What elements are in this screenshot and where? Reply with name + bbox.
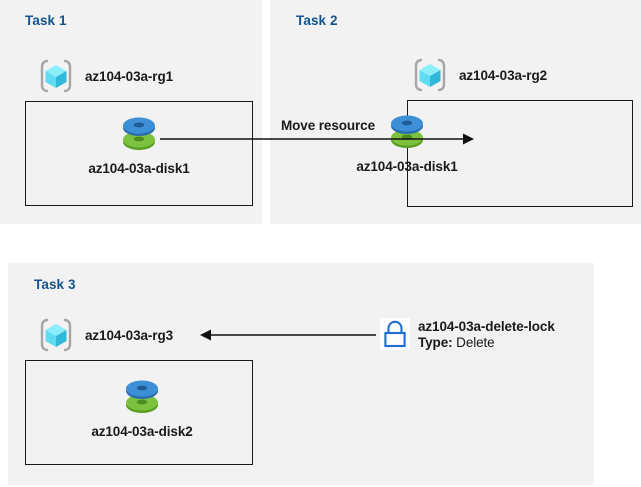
resource-group-cube-icon [40, 318, 72, 352]
panel-title-task-1: Task 1 [25, 13, 67, 28]
managed-disk-icon [123, 117, 155, 150]
managed-disk-icon [126, 380, 158, 413]
resource-task-2: az104-03a-disk1 [327, 110, 487, 174]
delete-lock-block: az104-03a-delete-lock Type: Delete [380, 318, 555, 351]
padlock-icon-wrapper [380, 318, 410, 350]
resource-label-task-3: az104-03a-disk2 [91, 424, 193, 439]
resource-group-task-2: az104-03a-rg2 [410, 55, 547, 95]
panel-task-1: Task 1 az104-03a-rg1 az104-03a-disk1 [0, 0, 262, 224]
resource-group-label-task-3: az104-03a-rg3 [85, 327, 174, 343]
connector-label-move-resource: Move resource [281, 118, 375, 133]
resource-box-task-2 [407, 100, 633, 207]
resource-group-label-task-2: az104-03a-rg2 [459, 67, 548, 83]
resource-label-task-1: az104-03a-disk1 [88, 161, 190, 176]
delete-lock-name: az104-03a-delete-lock [418, 319, 555, 334]
resource-box-task-1 [25, 101, 253, 206]
resource-box-task-3 [25, 360, 253, 465]
padlock-icon [384, 320, 406, 348]
delete-lock-type-key: Type: [418, 334, 453, 350]
panel-task-3: Task 3 az104-03a-rg3 az104-03a-disk2 [8, 263, 594, 485]
connector-lock-to-resource-group [200, 329, 376, 341]
delete-lock-type: Type: Delete [418, 335, 555, 351]
connector-move-resource [160, 133, 474, 145]
resource-task-1: az104-03a-disk1 [59, 112, 219, 176]
resource-group-task-3: az104-03a-rg3 [36, 315, 173, 355]
resource-group-task-1: az104-03a-rg1 [36, 56, 173, 96]
panel-title-task-3: Task 3 [34, 277, 76, 292]
resource-group-label-task-1: az104-03a-rg1 [85, 68, 174, 84]
resource-task-3: az104-03a-disk2 [62, 375, 222, 439]
managed-disk-icon [391, 115, 423, 148]
panel-title-task-2: Task 2 [296, 13, 338, 28]
panel-task-2: Task 2 az104-03a-rg2 az104-03a-disk1 [270, 0, 641, 224]
delete-lock-text: az104-03a-delete-lock Type: Delete [418, 318, 555, 351]
resource-label-task-2: az104-03a-disk1 [356, 159, 458, 174]
resource-group-cube-icon [40, 59, 72, 93]
resource-group-cube-icon [414, 58, 446, 92]
delete-lock-type-value: Delete [456, 334, 495, 350]
